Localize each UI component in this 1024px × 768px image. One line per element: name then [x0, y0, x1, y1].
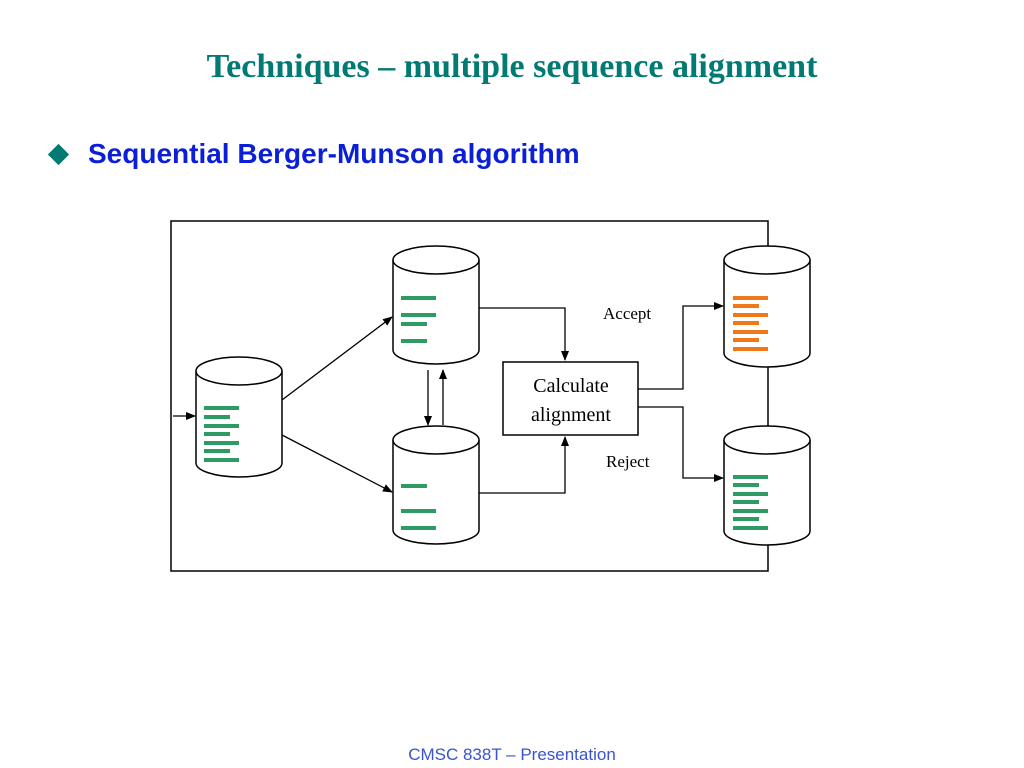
reject-label: Reject	[606, 452, 650, 471]
diagram-frame	[170, 220, 769, 572]
arrow-reject	[638, 406, 724, 482]
group-a-database-icon	[392, 245, 480, 365]
arrow-input-to-a	[281, 316, 393, 401]
arrow-a-to-calc	[479, 307, 569, 361]
group-b-database-icon	[392, 425, 480, 545]
footer: CMSC 838T – Presentation	[408, 745, 616, 764]
bullet-item: Sequential Berger-Munson algorithm	[47, 138, 580, 170]
arrow-input-to-b	[281, 434, 393, 493]
input-database-icon	[195, 356, 283, 478]
accept-label: Accept	[603, 304, 651, 323]
process-box-line2: alignment	[531, 404, 611, 426]
accepted-database-icon	[723, 245, 811, 368]
page-title: Techniques – multiple sequence alignment	[206, 48, 818, 85]
calculate-alignment-box: Calculate alignment	[502, 361, 639, 436]
arrow-b-to-calc	[479, 436, 569, 494]
bullet-text: Sequential Berger-Munson algorithm	[88, 138, 580, 169]
process-box-line1: Calculate	[533, 375, 609, 397]
rejected-database-icon	[723, 425, 811, 546]
arrow-accept	[638, 302, 724, 390]
